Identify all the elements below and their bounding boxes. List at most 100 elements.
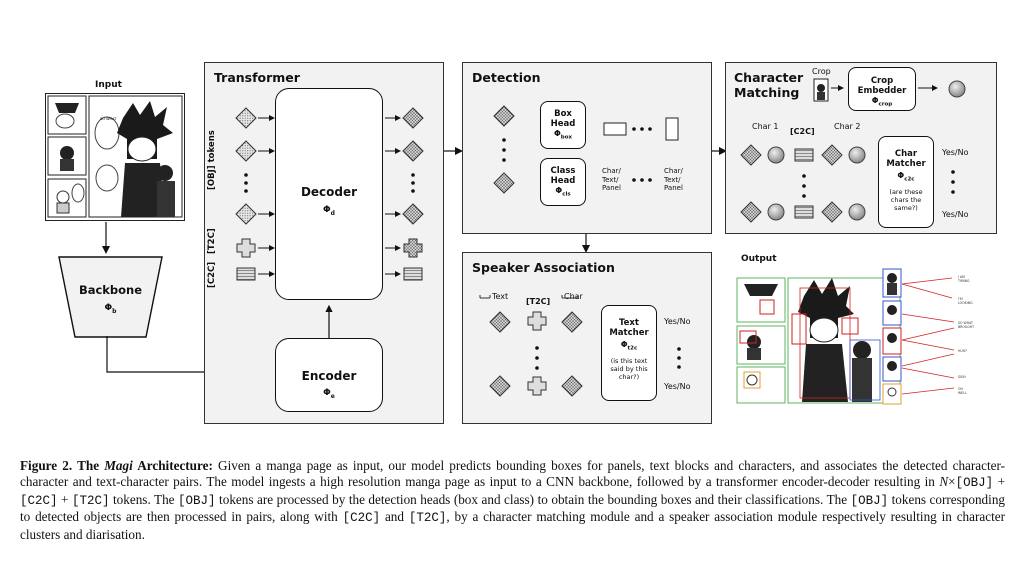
encoder-symbol: Φe — [323, 388, 335, 400]
t2c-token-icon — [527, 311, 547, 331]
detection-to-matching-arrow — [712, 147, 727, 155]
svg-text:BROUGHT: BROUGHT — [958, 325, 974, 329]
col-char2-label: Char 2 — [834, 122, 861, 131]
embedding-sphere-icon — [948, 80, 966, 98]
t2c-output-token-icon — [403, 238, 423, 258]
figure-caption: Figure 2. The Magi Architecture: Given a… — [20, 458, 1005, 543]
bbox-wide-icon — [603, 122, 627, 136]
detection-to-speaker-arrow — [582, 234, 590, 253]
svg-text:SIGH: SIGH — [958, 375, 966, 379]
matching-out-bottom: Yes/No — [942, 210, 969, 219]
caption-part3: tokens are processed by the detection he… — [215, 491, 851, 507]
caption-part6: , by a character matching module and a s… — [20, 509, 1006, 542]
backbone-symbol: Φb — [104, 303, 117, 315]
obj-output-token-icon — [402, 203, 424, 225]
detection-graphics — [493, 105, 679, 194]
obj-output-token-icon — [402, 107, 424, 129]
text-matcher-line1: Text — [619, 318, 639, 328]
text-matcher-line2: Matcher — [609, 328, 649, 338]
svg-text:OH: OH — [958, 387, 964, 391]
class-output-1: Char/Text/Panel — [602, 167, 621, 192]
t2c-token-icon — [236, 238, 256, 258]
caption-plus1: + — [993, 474, 1006, 490]
caption-part5: and — [380, 509, 409, 525]
caption-tok-obj3: [OBJ] — [850, 493, 889, 508]
detection-title: Detection — [472, 70, 541, 85]
caption-tok-obj2: [OBJ] — [178, 493, 216, 508]
output-label: Output — [741, 254, 777, 264]
crop-embedder-line1: Crop — [870, 76, 894, 86]
caption-plus2: + — [57, 491, 72, 507]
caption-part1: Given a manga page as input, our model p… — [20, 458, 1006, 490]
col-char-label: Char — [564, 292, 583, 301]
caption-magi: Magi — [104, 458, 133, 473]
svg-text:WELL: WELL — [958, 391, 967, 395]
char-token-icon — [561, 375, 583, 397]
text-token-icon — [489, 375, 511, 397]
text-matcher-symbol: Φt2c — [620, 340, 638, 352]
text-token-icon — [489, 311, 511, 333]
obj-token-icon — [493, 172, 515, 194]
encoder-block: Encoder Φe — [275, 338, 383, 412]
caption-figure-label: Figure 2. — [20, 458, 73, 473]
class-head-line2: Head — [550, 176, 576, 186]
caption-times: × — [948, 474, 956, 490]
char-token-icon — [561, 311, 583, 333]
input-to-backbone-arrow — [102, 222, 110, 254]
caption-tok-obj: [OBJ] — [955, 476, 994, 491]
speaker-association-graphics — [479, 295, 681, 397]
caption-tok-c2c2: [C2C] — [342, 511, 381, 526]
svg-text:TIMING: TIMING — [957, 279, 970, 283]
crop-label: Crop — [812, 67, 831, 76]
box-head-line1: Box — [554, 109, 572, 119]
obj-token-icon — [493, 105, 515, 127]
class-head-line1: Class — [550, 166, 576, 176]
char-matcher-line1: Char — [894, 149, 918, 159]
bbox-tall-icon — [665, 117, 679, 141]
svg-text:LOOKING: LOOKING — [958, 301, 973, 305]
crop-embedder-symbol: Φcrop — [871, 96, 893, 108]
caption-n: N — [939, 474, 949, 490]
encoder-label: Encoder — [301, 369, 357, 383]
caption-tok-c2c: [C2C] — [20, 493, 58, 508]
decoder-symbol: Φd — [323, 205, 335, 217]
speaker-out-top: Yes/No — [664, 317, 691, 326]
svg-text:I'M: I'M — [958, 297, 963, 301]
svg-text:HUH?: HUH? — [958, 349, 967, 353]
c2c-token-icon — [236, 267, 256, 281]
char-matcher-line2: Matcher — [886, 159, 926, 169]
input-label: Input — [95, 80, 122, 90]
speaker-out-bottom: Yes/No — [664, 382, 691, 391]
character-matching-graphics — [740, 78, 966, 223]
char-matcher-symbol: Φc2c — [897, 171, 915, 183]
detection-panel — [462, 62, 712, 234]
backbone-block — [58, 256, 163, 338]
crop-embedder-line2: Embedder — [857, 86, 907, 96]
caption-part4: tokens corresponding to detected objects… — [20, 491, 1006, 525]
caption-tok-t2c2: [T2C] — [408, 511, 447, 526]
transformer-title: Transformer — [214, 70, 300, 85]
decoder-block: Decoder Φd — [275, 88, 383, 300]
decoder-label: Decoder — [300, 185, 358, 199]
backbone-label: Backbone — [78, 283, 143, 297]
caption-the: The — [77, 458, 100, 473]
c2c-output-token-icon — [403, 267, 423, 281]
col-char1-label: Char 1 — [752, 122, 779, 131]
col-t2c-label: [T2C] — [526, 297, 551, 306]
class-output-2: Char/Text/Panel — [664, 167, 683, 192]
transformer-token-graphics — [235, 107, 424, 338]
t2c-token-icon — [527, 376, 547, 396]
caption-tok-t2c: [T2C] — [71, 493, 110, 508]
caption-part2: tokens. The — [109, 491, 179, 507]
input-manga-page: SO WHAT — [45, 93, 185, 221]
svg-text:SO WHAT: SO WHAT — [958, 321, 973, 325]
